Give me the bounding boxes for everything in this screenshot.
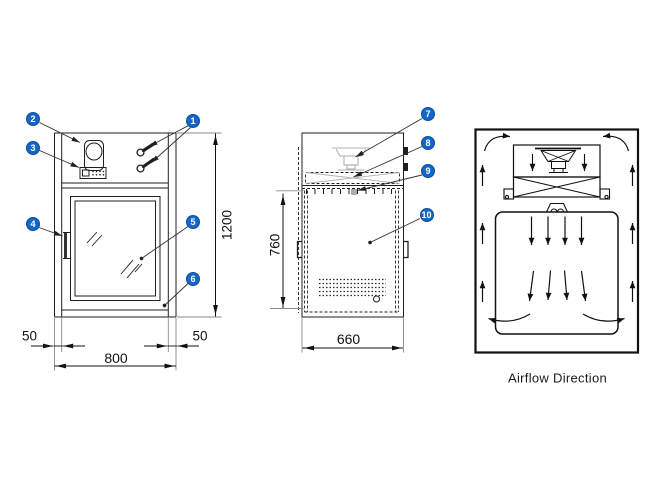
dim-label-depth: 660 [336, 331, 361, 347]
callout-leaders [38, 118, 423, 308]
callout-badge-1: 1 [186, 114, 200, 128]
hinges [403, 147, 408, 171]
drain-hole [373, 295, 380, 303]
callout-badge-7: 7 [421, 107, 435, 121]
interlock-keys [136, 142, 156, 173]
callout-badge-9: 9 [421, 164, 435, 178]
callout-badge-8: 8 [421, 135, 435, 150]
door-handle [63, 232, 70, 259]
airflow-diagram [474, 128, 640, 354]
side-chamber-dashed [304, 190, 399, 313]
chamber-latch [546, 202, 568, 213]
callout-badge-10: 10 [419, 207, 434, 222]
filter-clamps [503, 188, 611, 200]
callout-badge-4: 4 [26, 217, 40, 231]
callout-badge-2: 2 [26, 112, 40, 126]
diffuser-fixing [351, 189, 357, 195]
airflow-outer-box [474, 128, 640, 354]
callout-badge-6: 6 [186, 272, 200, 286]
airflow-caption: Airflow Direction [507, 370, 608, 386]
hepa-filter [512, 176, 601, 198]
callout-badge-5: 5 [186, 215, 200, 229]
dim-label-side-margin-right: 50 [192, 328, 208, 343]
dim-label-side-margin-left: 50 [21, 328, 38, 343]
side-fan-gray [332, 147, 370, 171]
vent-grille [319, 278, 386, 297]
airflow-chamber [494, 211, 619, 335]
callout-badge-3: 3 [26, 140, 40, 155]
glass-reflection-lines [86, 231, 143, 279]
side-view [296, 132, 409, 318]
control-panel [79, 167, 107, 179]
front-window [70, 196, 161, 301]
dim-label-chamber-height: 760 [267, 233, 282, 257]
dimension-lines [31, 132, 404, 371]
side-handles [296, 240, 409, 259]
airflow-arrows [479, 132, 636, 324]
blower-fan [529, 147, 588, 173]
side-filter-dashed [305, 172, 400, 184]
dim-label-overall-height: 1200 [219, 209, 234, 241]
front-view [54, 132, 177, 318]
dim-label-overall-width: 800 [104, 349, 128, 366]
lamp-indicator [84, 140, 104, 171]
